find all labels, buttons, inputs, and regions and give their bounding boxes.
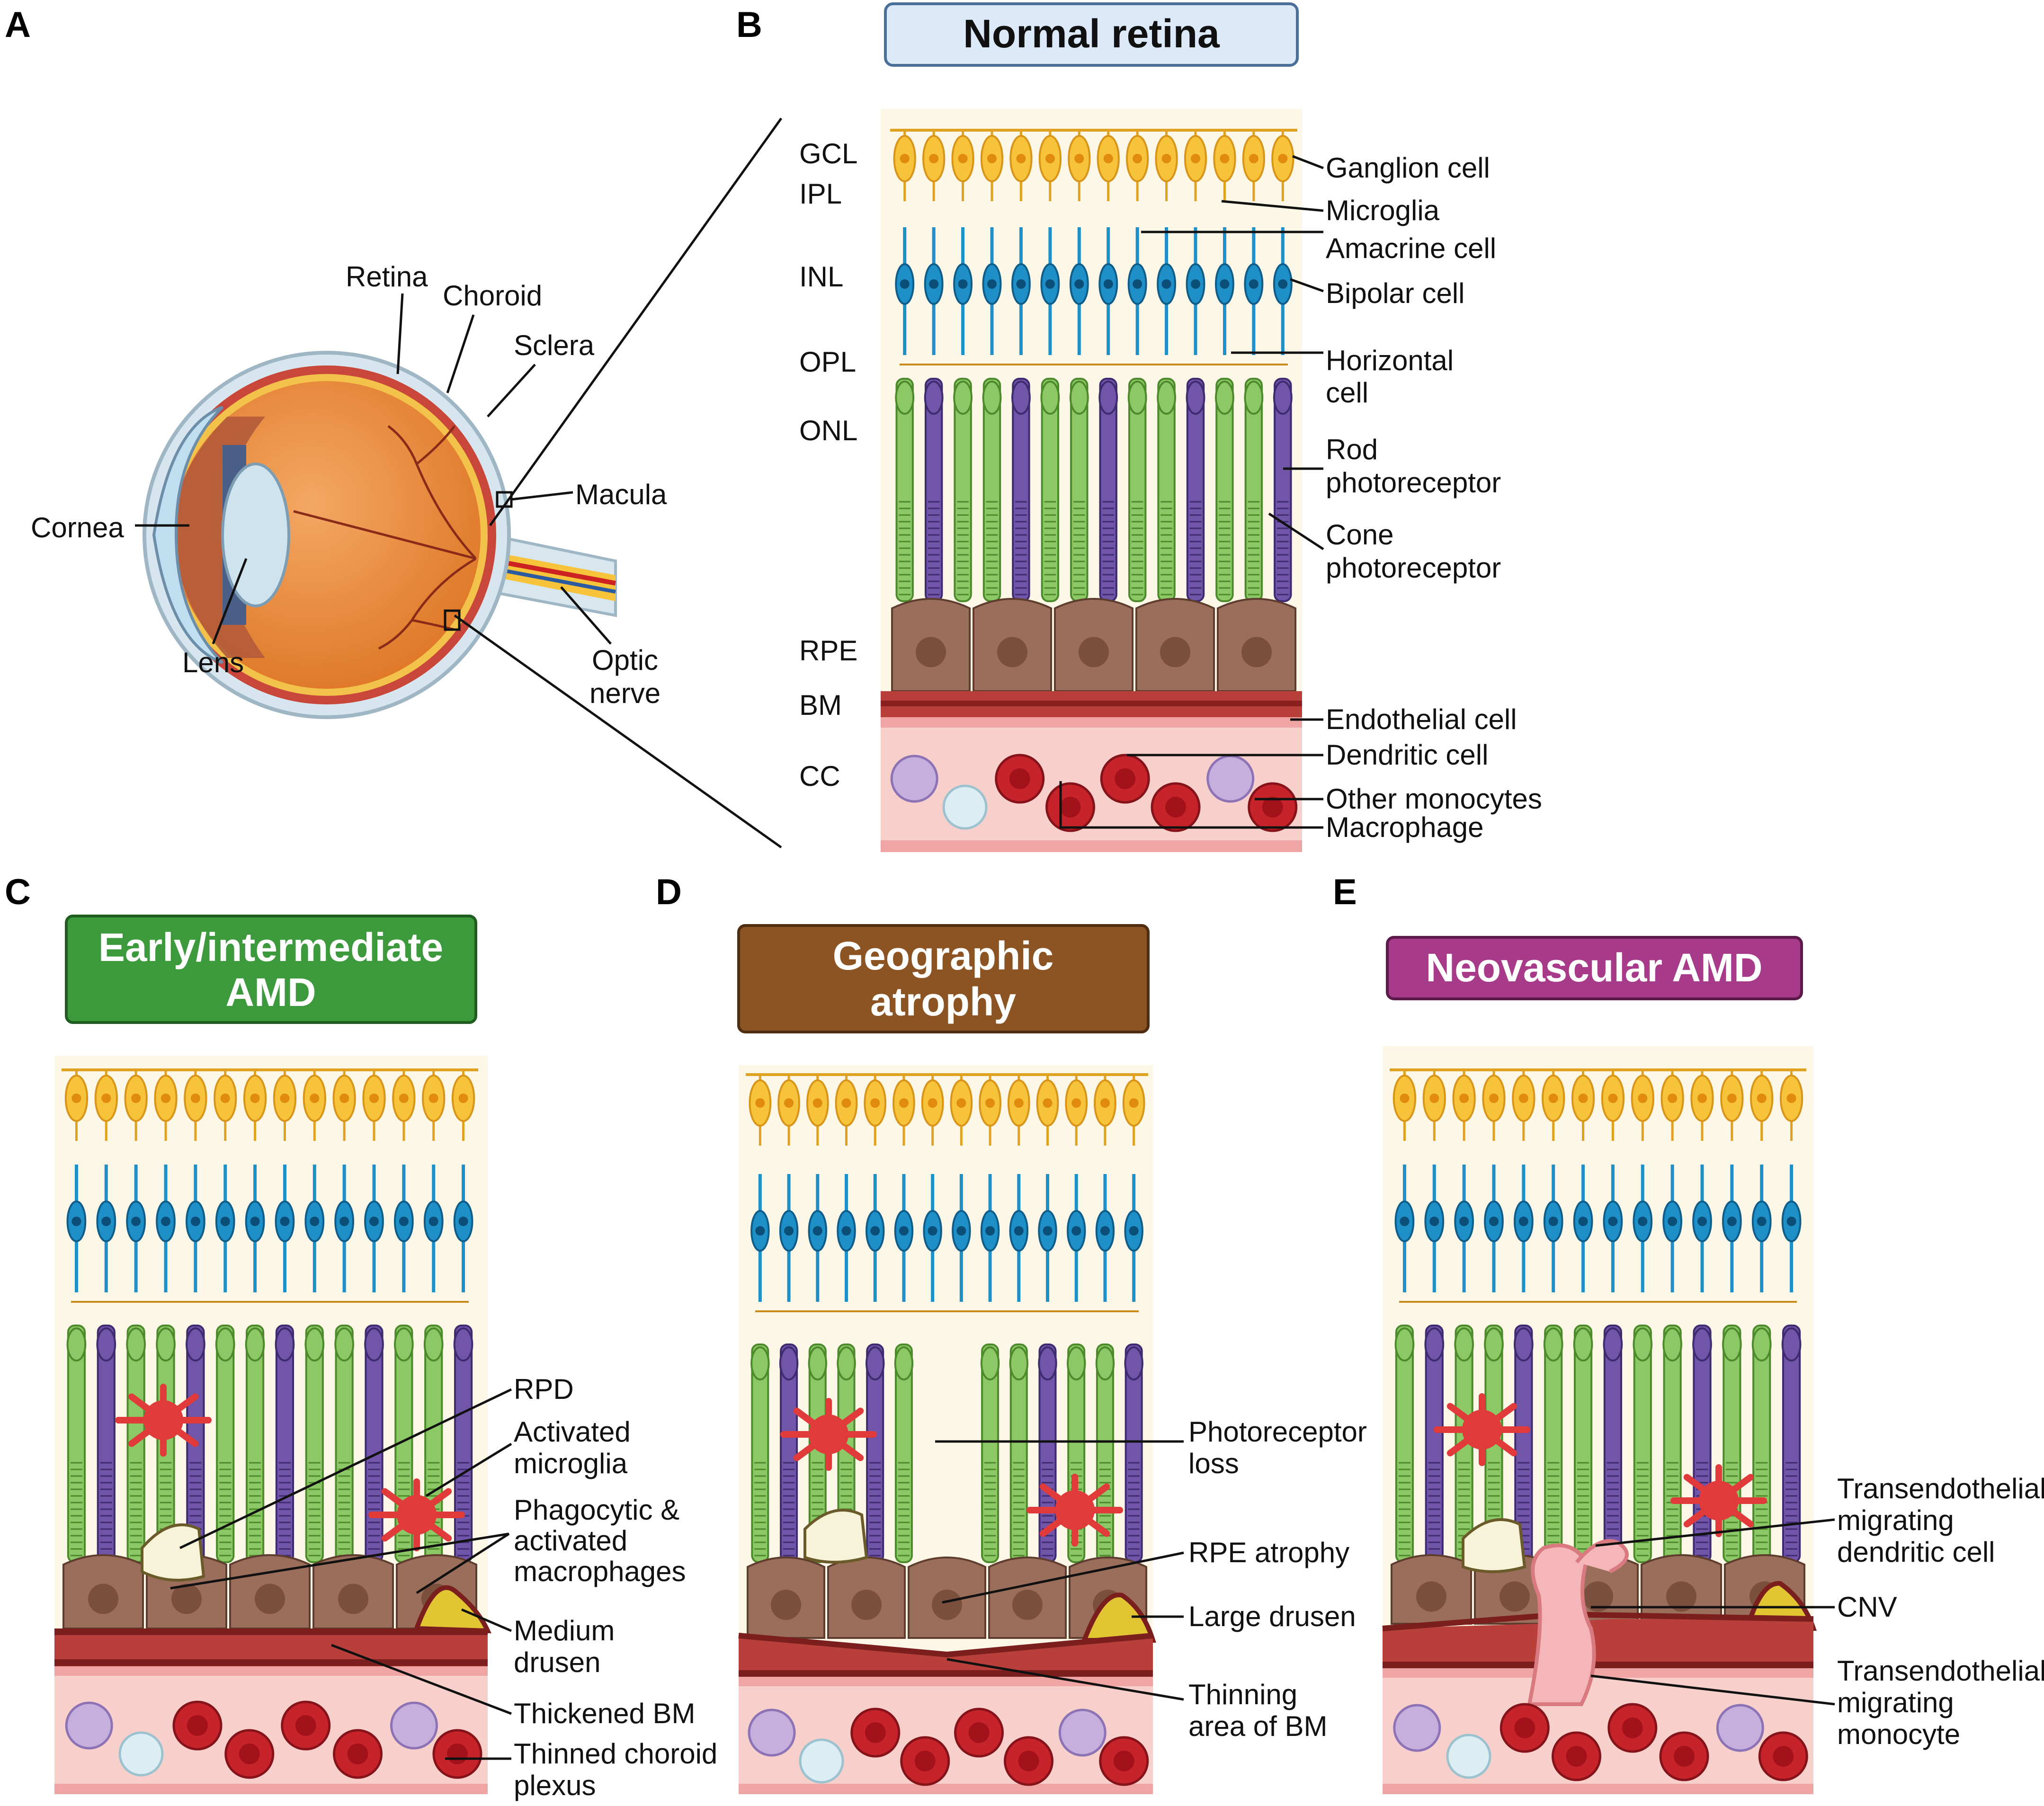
label-thinning-2: area of BM: [1188, 1710, 1327, 1742]
label-bipolar: Bipolar cell: [1326, 277, 1464, 309]
rod-photoreceptor: [1041, 378, 1060, 602]
cone-photoreceptor: [1274, 378, 1292, 602]
rod-photoreceptor: [1215, 378, 1234, 602]
label-horizontal-2: cell: [1326, 377, 1368, 409]
title-early-1: Early/intermediate: [98, 925, 443, 970]
title-ga-2: atrophy: [870, 979, 1016, 1024]
rod-photoreceptor: [1128, 378, 1147, 602]
label-macula: Macula: [575, 479, 667, 510]
layer-ipl: IPL: [799, 178, 842, 210]
label-thinning-1: Thinning: [1188, 1679, 1297, 1710]
label-thick-bm: Thickened BM: [514, 1698, 696, 1729]
label-tm-2: migrating: [1837, 1687, 1954, 1718]
activated-microglia: [809, 1415, 848, 1454]
label-rpe-atrophy: RPE atrophy: [1188, 1537, 1349, 1568]
zoom-line-bottom: [454, 614, 782, 849]
layer-onl: ONL: [799, 415, 857, 446]
title-normal: Normal retina: [963, 11, 1220, 56]
activated-microglia: [397, 1495, 437, 1535]
retina-nv: [1382, 1046, 1817, 1794]
label-endothelial: Endothelial cell: [1326, 703, 1517, 735]
layer-bm: BM: [799, 689, 842, 721]
lens-shape: [221, 463, 290, 607]
rod-photoreceptor: [981, 1343, 1000, 1563]
activated-microglia: [1699, 1481, 1739, 1521]
label-phago-2: activated: [514, 1525, 627, 1557]
label-medium-2: drusen: [514, 1646, 600, 1678]
rod-photoreceptor: [954, 378, 972, 602]
label-cone-1: Cone: [1326, 519, 1393, 551]
label-choroid: Choroid: [443, 280, 542, 311]
label-td-2: migrating: [1837, 1504, 1954, 1536]
label-td-3: dendritic cell: [1837, 1536, 1995, 1568]
label-monocytes: Other monocytes: [1326, 783, 1542, 815]
title-nv: Neovascular AMD: [1426, 945, 1762, 990]
label-tm-3: monocyte: [1837, 1718, 1960, 1750]
label-medium-1: Medium: [514, 1615, 615, 1646]
layer-inl: INL: [799, 261, 843, 293]
label-activated-1: Activated: [514, 1416, 631, 1448]
label-cnv: CNV: [1837, 1591, 1897, 1623]
panel-label-b: B: [736, 5, 762, 45]
rpd-deposit: [141, 1523, 205, 1582]
label-photoreceptor-loss-2: loss: [1188, 1448, 1239, 1479]
large-drusen: [1080, 1592, 1156, 1643]
globe-shape: [173, 381, 481, 689]
label-ganglion: Ganglion cell: [1326, 152, 1490, 184]
title-box-early: [65, 915, 477, 1024]
label-rod-2: photoreceptor: [1326, 467, 1501, 498]
eye-anatomy: [143, 351, 617, 719]
label-large-drusen: Large drusen: [1188, 1601, 1356, 1632]
zoom-line-top: [489, 117, 783, 526]
cornea-shape: [152, 406, 224, 664]
label-phago-3: macrophages: [514, 1556, 686, 1587]
label-td-1: Transendothelial: [1837, 1473, 2044, 1504]
layer-opl: OPL: [799, 346, 856, 378]
activated-microglia: [1055, 1490, 1095, 1530]
label-dendritic: Dendritic cell: [1326, 739, 1488, 771]
title-early-2: AMD: [225, 970, 316, 1014]
cnv-vessel: [1527, 1543, 1596, 1706]
label-rod-1: Rod: [1326, 434, 1378, 465]
label-thin-2: plexus: [514, 1770, 596, 1801]
retina-early: [54, 1056, 491, 1794]
label-phago-1: Phagocytic &: [514, 1494, 679, 1526]
panel-label-d: D: [656, 872, 682, 912]
label-optic-1: Optic: [592, 644, 658, 676]
activated-microglia: [143, 1400, 183, 1440]
retina-ga: [738, 1065, 1156, 1794]
label-rpd: RPD: [514, 1373, 574, 1405]
panel-label-a: A: [5, 5, 31, 45]
label-activated-2: microglia: [514, 1448, 628, 1479]
label-retina: Retina: [346, 261, 428, 293]
label-macrophage: Macrophage: [1326, 811, 1484, 843]
panel-label-e: E: [1333, 872, 1357, 912]
label-cornea: Cornea: [31, 512, 124, 543]
label-amacrine: Amacrine cell: [1326, 232, 1496, 264]
layer-cc: CC: [799, 760, 840, 792]
title-box-nv: [1386, 936, 1803, 1000]
label-optic-2: nerve: [589, 677, 661, 709]
rod-photoreceptor: [894, 1343, 913, 1563]
label-microglia: Microglia: [1326, 195, 1440, 226]
label-lens: Lens: [182, 647, 244, 678]
retina-normal: [881, 109, 1302, 852]
title-ga-1: Geographic: [833, 934, 1054, 978]
title-box-ga: [737, 924, 1150, 1033]
label-thin-1: Thinned choroid: [514, 1738, 717, 1770]
layer-rpe: RPE: [799, 635, 857, 667]
label-cone-2: photoreceptor: [1326, 552, 1501, 584]
label-photoreceptor-loss-1: Photoreceptor: [1188, 1416, 1367, 1448]
panel-label-c: C: [5, 872, 31, 912]
rod-photoreceptor: [895, 378, 914, 602]
title-box-normal: [884, 2, 1299, 67]
label-horizontal-1: Horizontal: [1326, 345, 1454, 376]
medium-drusen: [413, 1585, 491, 1634]
activated-microglia: [1462, 1410, 1502, 1450]
layer-gcl: GCL: [799, 138, 857, 169]
label-sclera: Sclera: [514, 329, 595, 361]
label-tm-1: Transendothelial: [1837, 1655, 2044, 1687]
